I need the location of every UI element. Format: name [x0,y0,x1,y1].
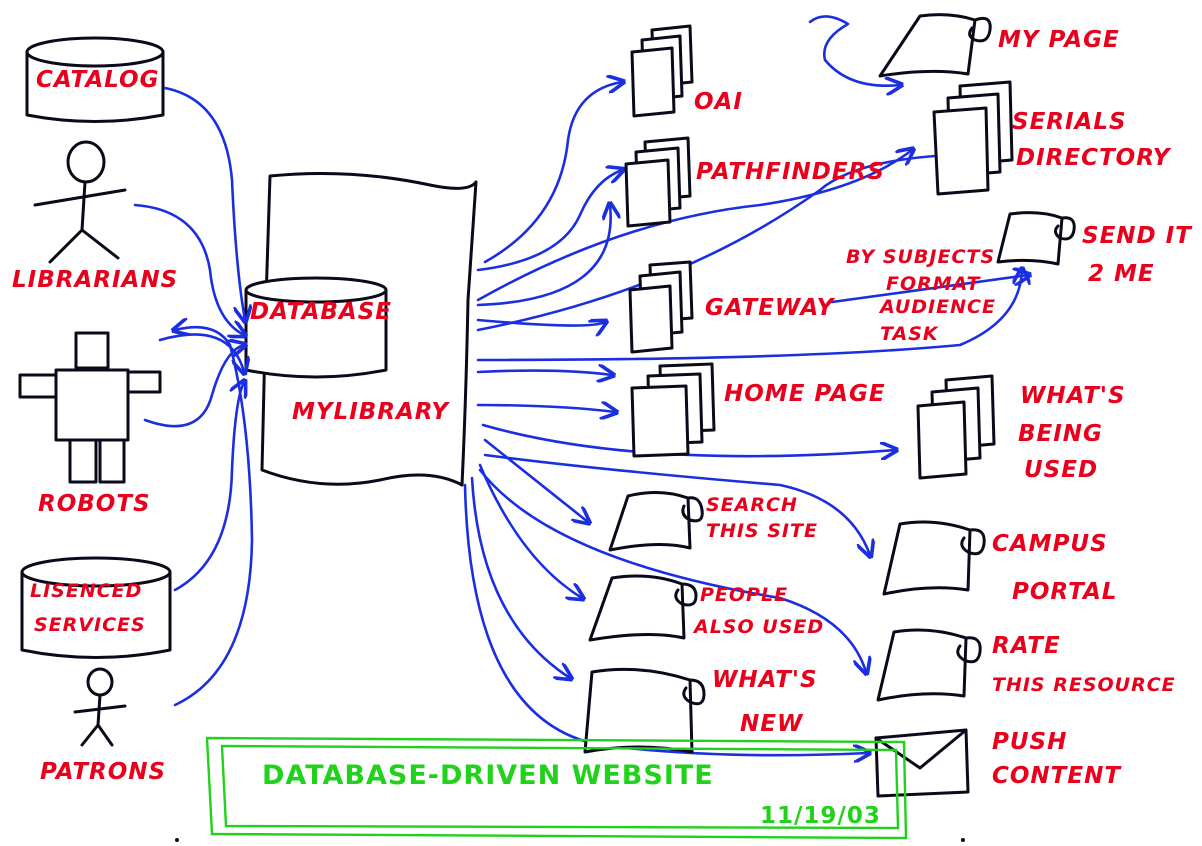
send-it-label-line1: SEND IT [1082,223,1192,249]
librarian-stick-figure-icon [33,140,127,264]
patron-stick-figure-icon [73,667,127,747]
my-page-scroll-icon [878,13,992,78]
pathfinders-label: PATHFINDERS [696,159,885,185]
input-arrows [133,86,254,707]
push-content-envelope-icon [874,728,970,798]
whats-used-label-line2: BEING [1018,421,1103,447]
serials-label-line1: SERIALS [1012,109,1127,135]
output-arrows [463,15,1028,755]
people-label-line2: ALSO USED [694,616,825,638]
patrons-label: PATRONS [40,759,167,785]
my-page-label: MY PAGE [998,27,1120,53]
caption-title: DATABASE-DRIVEN WEBSITE [262,760,714,791]
people-label-line1: PEOPLE [700,584,789,606]
campus-label-line1: CAMPUS [992,531,1108,557]
gateway-label: GATEWAY [705,295,835,321]
robot-icon [18,331,162,484]
push-label-line1: PUSH [992,729,1068,755]
ink-dot [175,838,179,842]
rate-resource-scroll-icon [876,628,982,702]
campus-portal-scroll-icon [882,520,986,596]
campus-label-line2: PORTAL [1012,579,1118,605]
facet-subjects-label: BY SUBJECTS [846,246,996,268]
rate-label-line1: RATE [992,633,1061,659]
facet-task-label: TASK [880,323,939,345]
whats-new-label-line2: NEW [740,711,804,737]
facet-audience-label: AUDIENCE [880,296,996,318]
catalog-label: CATALOG [36,67,160,93]
librarians-label: LIBRARIANS [12,267,179,293]
whats-being-used-pages-icon [916,374,996,480]
whats-new-label-line1: WHAT'S [712,667,818,693]
database-cylinder-icon [244,276,388,379]
oai-label: OAI [694,89,743,115]
ink-dot [961,838,965,842]
licensed-label-line1: LISENCED [30,580,143,602]
send-it-scroll-icon [996,211,1076,266]
licensed-services-cylinder-icon [20,556,172,659]
database-label: DATABASE [250,299,393,325]
home-page-pages-icon [630,362,716,458]
push-label-line2: CONTENT [992,763,1122,789]
rate-label-line2: THIS RESOURCE [992,674,1176,696]
licensed-label-line2: SERVICES [34,614,146,636]
mylibrary-label: MYLIBRARY [292,399,450,425]
facet-format-label: FORMAT [886,273,981,295]
whats-used-label-line3: USED [1024,457,1099,483]
home-page-label: HOME PAGE [724,381,886,407]
oai-pages-icon [630,24,694,118]
robots-label: ROBOTS [38,491,151,517]
search-scroll-icon [608,491,704,552]
search-label-line1: SEARCH [706,494,798,516]
serials-label-line2: DIRECTORY [1016,145,1171,171]
pathfinders-pages-icon [624,136,692,228]
search-label-line2: THIS SITE [706,520,818,542]
catalog-cylinder-icon [25,36,165,123]
people-also-used-scroll-icon [588,574,698,642]
serials-directory-pages-icon [932,80,1014,196]
caption-date: 11/19/03 [760,803,881,829]
send-it-label-line2: 2 ME [1088,261,1155,287]
whats-used-label-line1: WHAT'S [1020,383,1126,409]
gateway-pages-icon [628,260,694,354]
caption-frame [205,736,908,840]
